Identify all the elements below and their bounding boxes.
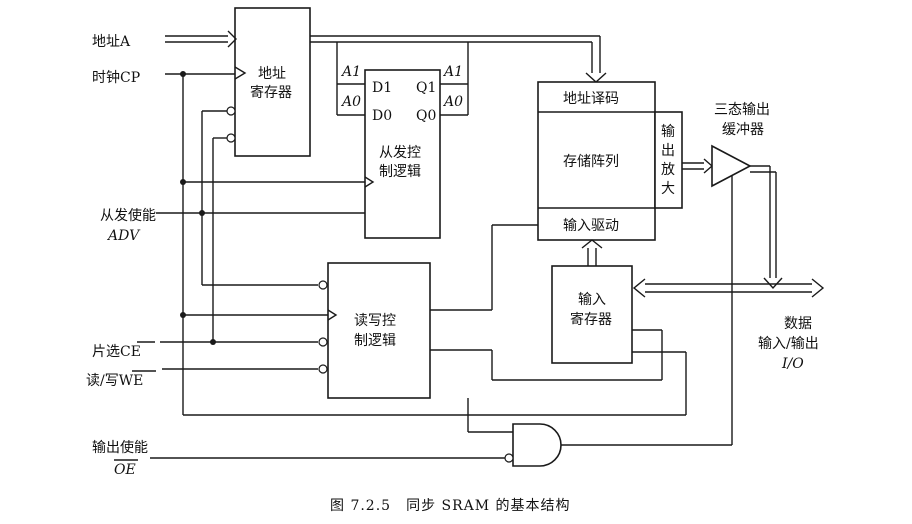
burst-feedback-wiring xyxy=(310,35,607,116)
and-gate xyxy=(150,423,732,467)
adv-wiring xyxy=(156,110,365,286)
burst-logic-label-1: 从发控 xyxy=(379,145,421,161)
input-register-label-1: 输入 xyxy=(578,292,606,308)
pin-d1: D1 xyxy=(372,80,392,96)
tristate-buffer: 三态输出 缓冲器 xyxy=(711,102,783,445)
output-enable-signal: OE xyxy=(114,462,136,478)
address-decoder-label: 地址译码 xyxy=(563,91,619,107)
address-input-label: 地址A xyxy=(92,34,131,50)
output-amp-label-4: 大 xyxy=(661,181,675,197)
address-register-bubble-2 xyxy=(226,133,236,143)
input-driver-label: 输入驱动 xyxy=(563,218,619,234)
data-label-3: I/O xyxy=(781,356,804,372)
rw-logic: 读写控 制逻辑 xyxy=(318,262,431,399)
data-label-1: 数据 xyxy=(784,316,812,332)
input-register-label-2: 寄存器 xyxy=(570,311,612,328)
ce-wiring xyxy=(160,137,318,345)
memory-core: 地址译码 存储阵列 输入驱动 xyxy=(537,81,656,241)
pin-q0: Q0 xyxy=(416,108,436,124)
input-labels: 地址A 时钟CP 从发使能 ADV 片选CE 读/写WE 输出使能 OE xyxy=(86,34,156,478)
pin-a1-right: A1 xyxy=(442,64,463,80)
output-amp-label-1: 输 xyxy=(661,124,675,140)
input-register: 输入 寄存器 xyxy=(551,239,633,364)
burst-enable-signal: ADV xyxy=(106,228,141,244)
clock-wiring xyxy=(165,71,687,416)
address-register-bubble-1 xyxy=(226,106,236,116)
chip-select-label: 片选CE xyxy=(92,344,141,360)
tristate-label-1: 三态输出 xyxy=(714,102,770,118)
pin-a1-left: A1 xyxy=(340,64,361,80)
address-register-clock-mark xyxy=(234,66,247,80)
rw-logic-label-2: 制逻辑 xyxy=(354,333,396,349)
amp-buffer-bus xyxy=(682,158,714,174)
pin-d0: D0 xyxy=(372,108,392,124)
clock-input-label: 时钟CP xyxy=(92,69,140,86)
address-bus xyxy=(165,30,237,48)
address-register-label-2: 寄存器 xyxy=(250,84,292,101)
rw-logic-label-1: 读写控 xyxy=(354,312,396,329)
storage-array-label: 存储阵列 xyxy=(563,154,619,170)
pin-a0-right: A0 xyxy=(442,94,463,110)
burst-logic-label-2: 制逻辑 xyxy=(379,164,421,180)
output-amp-label-2: 出 xyxy=(661,143,675,159)
pin-q1: Q1 xyxy=(416,80,436,96)
burst-enable-label: 从发使能 xyxy=(100,207,156,224)
rw-logic-wiring xyxy=(430,224,663,433)
address-register-label-1: 地址 xyxy=(258,66,286,82)
output-amplifier: 输 出 放 大 xyxy=(654,111,683,209)
tristate-label-2: 缓冲器 xyxy=(722,122,764,138)
output-amp-label-3: 放 xyxy=(661,162,675,178)
output-enable-label: 输出使能 xyxy=(92,439,148,456)
data-label-2: 输入/输出 xyxy=(758,336,819,352)
pin-a0-left: A0 xyxy=(340,94,361,110)
address-register: 地址 寄存器 xyxy=(226,7,311,157)
figure-caption: 图 7.2.5 同步 SRAM 的基本结构 xyxy=(330,497,571,514)
read-write-label: 读/写WE xyxy=(86,372,143,389)
data-bus: 数据 输入/输出 I/O xyxy=(632,278,825,372)
burst-logic: 从发控 制逻辑 A1 A0 D1 D0 Q1 Q0 A1 A0 xyxy=(340,64,463,239)
